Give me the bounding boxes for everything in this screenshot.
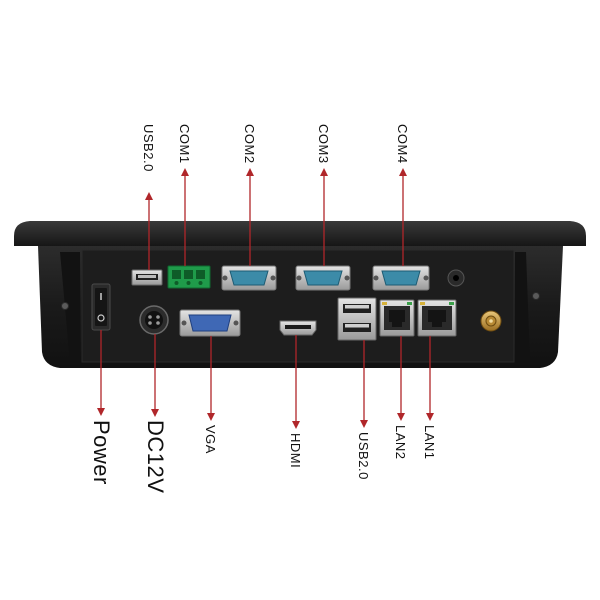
arrow-com3 xyxy=(320,168,328,266)
antenna-connector[interactable] xyxy=(480,310,502,332)
label-vga: VGA xyxy=(203,425,218,454)
power-switch[interactable] xyxy=(91,283,111,331)
com3-serial-port[interactable] xyxy=(295,265,351,291)
arrow-lan2 xyxy=(397,336,405,421)
lan2-ethernet-port[interactable] xyxy=(379,299,415,337)
lan1-ethernet-port[interactable] xyxy=(417,299,457,337)
arrow-vga xyxy=(207,336,215,421)
label-com1: COM1 xyxy=(177,124,192,164)
label-usb-top: USB2.0 xyxy=(141,124,156,172)
label-lan2: LAN2 xyxy=(393,425,408,460)
bezel-lip xyxy=(14,221,586,246)
arrow-usb-bottom xyxy=(360,340,368,428)
dc12v-power-jack[interactable] xyxy=(139,305,169,335)
usb-port-stack-bottom[interactable] xyxy=(337,297,377,341)
vga-port[interactable] xyxy=(179,309,241,337)
screw-right xyxy=(532,292,540,300)
label-com4: COM4 xyxy=(395,124,410,164)
arrow-hdmi xyxy=(292,335,300,429)
arrow-com4 xyxy=(399,168,407,266)
arrow-power xyxy=(97,330,105,416)
label-hdmi: HDMI xyxy=(288,433,303,469)
arrow-com2 xyxy=(246,168,254,266)
hdmi-port[interactable] xyxy=(279,320,317,336)
com2-serial-port[interactable] xyxy=(221,265,277,291)
label-dc12v: DC12V xyxy=(143,420,168,494)
label-com2: COM2 xyxy=(242,124,257,164)
left-recess xyxy=(60,252,80,362)
arrow-com1 xyxy=(181,168,189,266)
label-usb-bottom: USB2.0 xyxy=(356,432,371,480)
screw-left xyxy=(61,302,69,310)
com4-serial-port[interactable] xyxy=(372,265,430,291)
arrow-lan1 xyxy=(426,336,434,421)
label-com3: COM3 xyxy=(316,124,331,164)
arrow-usb-top xyxy=(145,192,153,270)
usb-port-top[interactable] xyxy=(131,269,163,286)
pointer-arrows xyxy=(97,168,434,429)
arrow-dc12v xyxy=(151,334,159,417)
label-lan1: LAN1 xyxy=(422,425,437,460)
audio-jack[interactable] xyxy=(447,269,465,287)
label-power: Power xyxy=(89,420,114,485)
com1-terminal-block[interactable] xyxy=(167,265,211,289)
right-recess xyxy=(515,252,530,362)
